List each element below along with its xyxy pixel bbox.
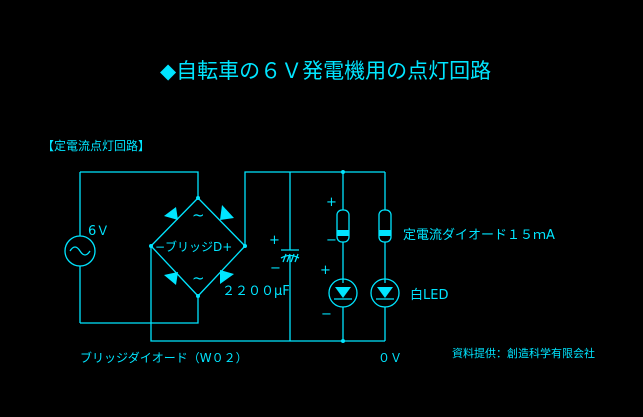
- bridge-note: ブリッジダイオード（W０２）: [80, 350, 248, 365]
- capacitor-plus-sign: +: [269, 233, 280, 248]
- bridge-label: −ブリッジD+: [155, 239, 232, 254]
- section-label: 【定電流点灯回路】: [42, 138, 150, 153]
- wire-bridge-positive: [244, 171, 290, 246]
- wire-source-bottom: [80, 296, 199, 324]
- bridge-diode-2: [220, 205, 234, 220]
- led-branch-1: [328, 170, 358, 343]
- ground-label: ０Ｖ: [378, 351, 402, 365]
- capacitor-minus-sign: −: [270, 261, 281, 276]
- led1-minus-sign: −: [321, 307, 332, 322]
- bridge-diode-3: [164, 272, 178, 285]
- wire-bridge-negative: [150, 246, 290, 342]
- bridge-diode-1: [164, 207, 178, 220]
- led-label: 白LED: [410, 287, 448, 303]
- led-branch-2: [370, 172, 400, 341]
- bridge-rectifier: [149, 196, 247, 298]
- electrolytic-capacitor: [280, 172, 300, 341]
- bridge-ac-tilde-top: ~: [192, 206, 205, 224]
- capacitor-label: ２２００μF: [222, 284, 290, 299]
- ac-source: [64, 172, 96, 323]
- credit-text: 資料提供：創造科学有限会社: [452, 346, 595, 360]
- led1-plus-sign: +: [320, 263, 331, 278]
- bridge-diode-4: [220, 270, 234, 284]
- wire-source-top: [80, 171, 199, 198]
- page-title: ◆自転車の６Ｖ発電機用の点灯回路: [160, 59, 491, 83]
- crd1-plus-sign: +: [326, 195, 337, 210]
- crd-label: 定電流ダイオード１５ｍA: [403, 228, 555, 243]
- source-voltage-label: 6Ｖ: [88, 224, 109, 239]
- crd1-minus-sign: −: [326, 233, 337, 248]
- bridge-ac-tilde-bottom: ~: [192, 269, 205, 287]
